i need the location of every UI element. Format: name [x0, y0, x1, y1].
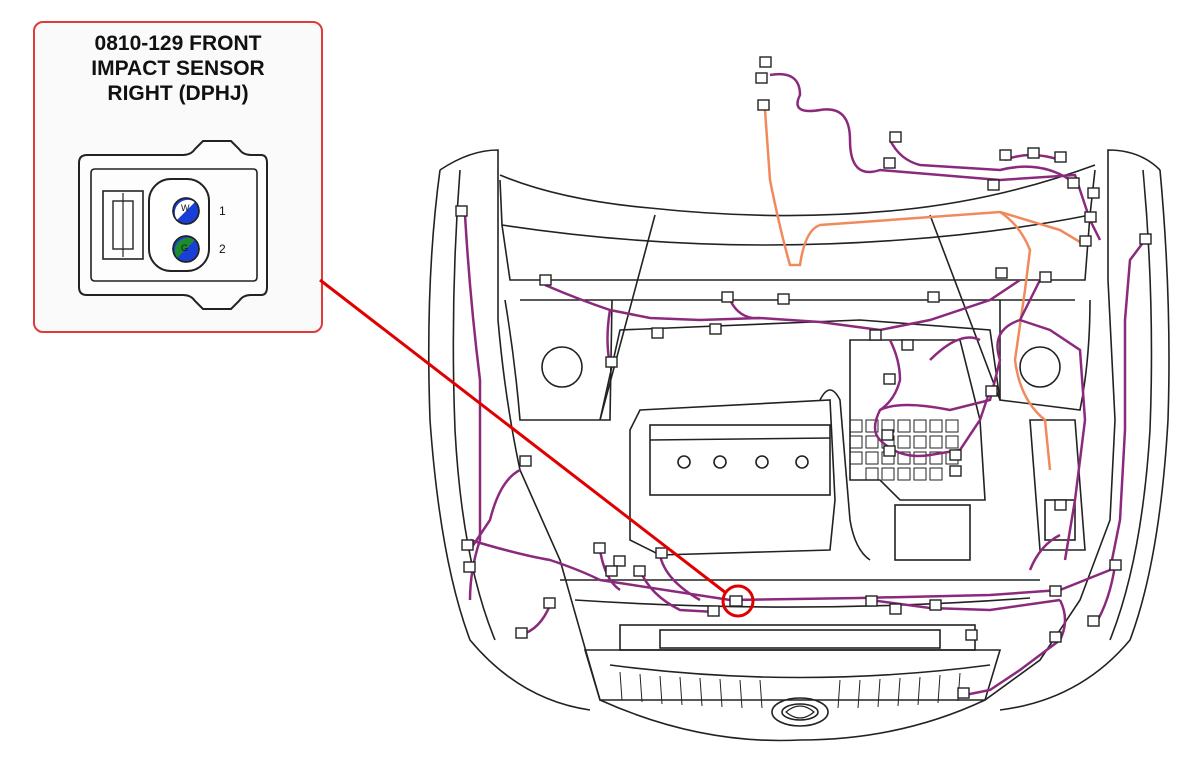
connector-icon: W 1 G 2 — [78, 140, 268, 310]
pin-1-number: 1 — [219, 204, 226, 218]
callout-title-line2: IMPACT SENSOR — [91, 57, 265, 80]
callout-title: 0810-129 FRONT IMPACT SENSOR RIGHT (DPHJ… — [35, 31, 321, 106]
circle-highlight-icon — [721, 584, 755, 618]
leader-line — [319, 278, 727, 595]
pin-1-color: W — [181, 203, 190, 213]
pin-2-icon: G — [172, 235, 200, 263]
callout-title-line3: RIGHT (DPHJ) — [107, 82, 249, 105]
emblem-icon — [785, 705, 815, 719]
connector-callout: 0810-129 FRONT IMPACT SENSOR RIGHT (DPHJ… — [33, 21, 323, 333]
vehicle-outline — [427, 149, 1170, 742]
pin-2-number: 2 — [219, 242, 226, 256]
harness-secondary — [763, 109, 1086, 471]
grille-slats — [619, 671, 961, 709]
harness-connectors — [455, 56, 1152, 699]
pin-1-icon: W — [172, 197, 200, 225]
harness-main — [463, 72, 1146, 697]
fuse-grid — [849, 419, 959, 481]
callout-title-line1: 0810-129 FRONT — [94, 32, 262, 55]
pin-2-color: G — [181, 243, 188, 253]
